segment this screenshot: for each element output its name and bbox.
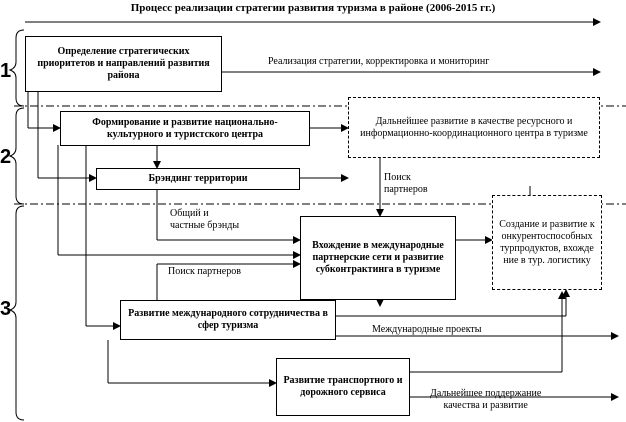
stage-dividers [14, 105, 626, 205]
brace-stage-1 [8, 29, 25, 107]
box-partner-networks-label: Вхождение в международные партнерские се… [312, 240, 444, 275]
brace-stage-3 [8, 205, 25, 421]
box-resource-center: Дальнейшее развитие в качестве ресурсног… [348, 97, 600, 158]
box-national-center-label: Формирование и развитие национально-куль… [92, 116, 278, 140]
stage-number-3: 3 [0, 298, 12, 320]
box-branding-label: Брэндинг территории [148, 173, 248, 184]
label-partner-search-1: Поиск партнеров [384, 172, 428, 195]
box-strategic-priorities-label: Определение стратегических приоритетов и… [37, 46, 210, 81]
box-national-center: Формирование и развитие национально-куль… [60, 111, 310, 146]
stage-braces [8, 29, 25, 421]
box-resource-center-label: Дальнейшее развитие в качестве ресурсног… [360, 115, 588, 139]
label-brands: Общий и частные брэнды [170, 208, 240, 231]
box-intl-cooperation: Развитие международного сотрудничества в… [120, 300, 336, 340]
label-implementation: Реализация стратегии, корректировка и мо… [268, 56, 490, 67]
box-competitive-products-label: Создание и развитие конкурентоспособных … [499, 218, 595, 266]
box-partner-networks: Вхождение в международные партнерские се… [300, 216, 456, 300]
stage-number-2: 2 [0, 146, 12, 168]
box-branding: Брэндинг территории [96, 168, 300, 190]
connectors [25, 18, 619, 401]
box-transport: Развитие транспортного и дорожного серви… [276, 358, 410, 416]
brace-stage-2 [8, 107, 25, 205]
label-partner-search-2: Поиск партнеров [168, 266, 241, 277]
diagram-title: Процесс реализации стратегии развития ту… [130, 2, 496, 14]
label-intl-projects: Международные проекты [372, 324, 482, 335]
label-quality: Дальнейшее поддержание качества и развит… [430, 388, 542, 411]
box-intl-cooperation-label: Развитие международного сотрудничества в… [128, 308, 328, 331]
box-transport-label: Развитие транспортного и дорожного серви… [283, 375, 403, 398]
box-strategic-priorities: Определение стратегических приоритетов и… [25, 36, 222, 92]
box-competitive-products: Создание и развитие конкурентоспособных … [492, 195, 602, 290]
stage-number-1: 1 [0, 60, 12, 82]
